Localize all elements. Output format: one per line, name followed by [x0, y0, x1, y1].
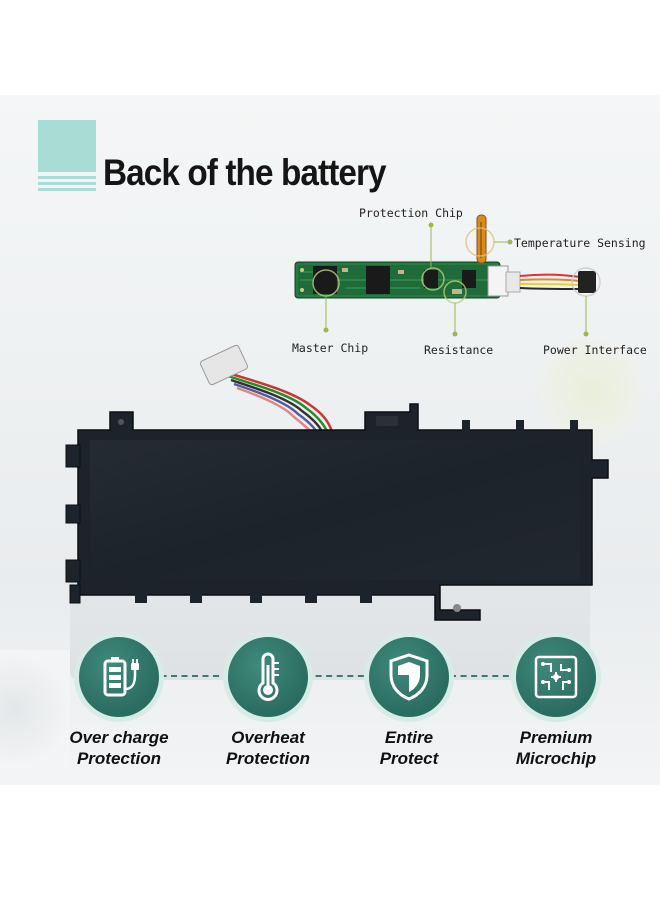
feature-entire-protect: Entire Protect — [329, 632, 489, 769]
feature-label-line2: Protect — [379, 749, 439, 768]
background-cup — [0, 650, 70, 770]
feature-connector-line — [150, 675, 240, 677]
power-interface-plug — [578, 271, 596, 293]
feature-overheat: Overheat Protection — [188, 632, 348, 769]
feature-label-line1: Overheat — [231, 728, 305, 747]
feature-icon-circle — [223, 632, 313, 722]
feature-label-line1: Entire — [384, 728, 434, 747]
feature-label-line2: Protection — [76, 749, 162, 768]
feature-label-line1: Premium — [519, 728, 593, 747]
main-ic — [366, 266, 390, 294]
header-accent-stripe — [38, 188, 96, 191]
feature-overcharge: Over charge Protection — [39, 632, 199, 769]
feature-label-line1: Over charge — [69, 728, 169, 747]
feature-icon-circle — [364, 632, 454, 722]
feature-icon-circle — [74, 632, 164, 722]
thermometer-icon — [257, 652, 279, 701]
page-title: Back of the battery — [103, 152, 387, 193]
feature-connector-line — [450, 675, 530, 677]
header-accent-stripe — [38, 176, 96, 179]
feature-label-line2: Protection — [225, 749, 311, 768]
feature-connector-line — [305, 675, 385, 677]
header-accent-block — [38, 120, 96, 172]
label-temperature-sensing: Temperature Sensing — [514, 236, 646, 250]
label-power-interface: Power Interface — [543, 343, 647, 357]
microchip-icon — [534, 655, 578, 699]
resistor-chip — [462, 270, 476, 288]
label-resistance: Resistance — [424, 343, 494, 357]
feature-premium-microchip: Premium Microchip — [476, 632, 636, 769]
protection-chip — [424, 270, 438, 288]
feature-icon-circle — [511, 632, 601, 722]
header-accent-stripe — [38, 182, 96, 185]
shield-icon — [389, 653, 429, 701]
feature-label-line2: Microchip — [515, 749, 597, 768]
label-master-chip: Master Chip — [292, 341, 369, 355]
battery-connector — [199, 344, 249, 386]
battery-charge-icon — [103, 657, 139, 697]
label-protection-chip: Protection Chip — [359, 206, 463, 220]
